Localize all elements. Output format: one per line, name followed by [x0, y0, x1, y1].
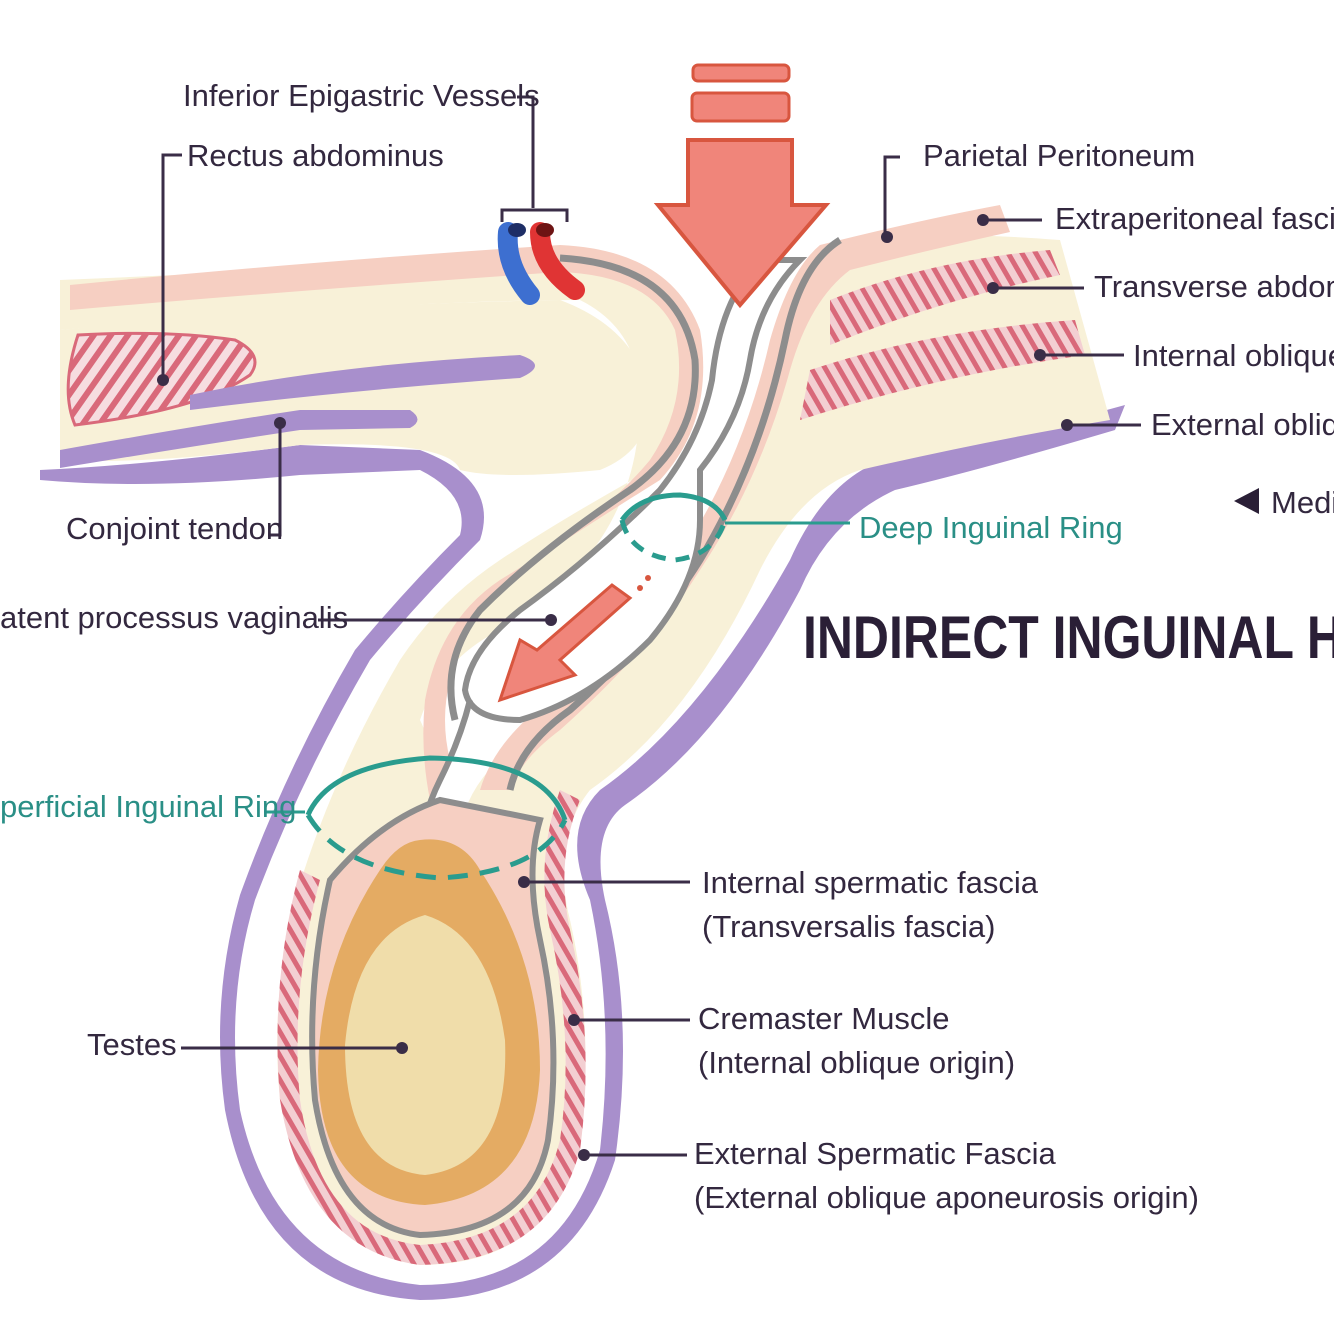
internal-oblique-muscle — [800, 320, 1085, 420]
label-internal-oblique: Internal oblique — [1133, 338, 1334, 373]
medial-marker: Media — [1234, 485, 1334, 520]
grey-fascia-line-left — [447, 254, 699, 721]
label-deep-inguinal-ring: Deep Inguinal Ring — [859, 510, 1123, 545]
label-transversalis-fascia: (Transversalis fascia) — [702, 909, 995, 944]
anatomy — [40, 63, 1125, 1300]
label-superficial-inguinal-ring: perficial Inguinal Ring — [0, 789, 296, 824]
diagram-title: INDIRECT INGUINAL H — [803, 604, 1334, 671]
label-cremaster-muscle: Cremaster Muscle — [698, 1001, 950, 1036]
labels: Inferior Epigastric Vessels Rectus abdom… — [0, 78, 1334, 1215]
label-inferior-epigastric: Inferior Epigastric Vessels — [183, 78, 540, 113]
label-medial: Media — [1271, 485, 1334, 520]
scrotal-hatch-ring — [277, 790, 586, 1265]
hernia-sac — [461, 257, 808, 724]
leader-lines — [157, 95, 1141, 1161]
transversalis-purple-bar — [190, 355, 535, 410]
label-testes: Testes — [87, 1027, 177, 1062]
superficial-inguinal-ring — [305, 755, 568, 881]
label-external-spermatic-fascia: External Spermatic Fascia — [694, 1136, 1057, 1171]
external-oblique-layer — [40, 405, 1125, 1300]
label-extraperitoneal-fascia: Extraperitoneal fascia — [1055, 201, 1334, 236]
label-rectus-abdominus: Rectus abdominus — [187, 138, 444, 173]
left-triangle-icon — [1234, 488, 1259, 514]
label-processus-vaginalis: atent processus vaginalis — [0, 600, 348, 635]
deep-inguinal-ring — [619, 492, 728, 563]
label-transverse-abdominis: Transverse abdomin — [1094, 269, 1334, 304]
label-internal-spermatic-fascia: Internal spermatic fascia — [702, 865, 1039, 900]
label-conjoint-tendon: Conjoint tendon — [66, 511, 283, 546]
transverse-abdominis-muscle — [830, 250, 1060, 345]
label-external-oblique: External obliqu — [1151, 407, 1334, 442]
grey-fascia-line-right — [506, 237, 842, 791]
conjoint-tendon — [60, 410, 418, 468]
hernia-direction-arrow — [653, 63, 831, 309]
epigastric-vessels — [497, 222, 585, 305]
label-parietal-peritoneum: Parietal Peritoneum — [923, 138, 1195, 173]
testes-inner — [345, 915, 506, 1175]
label-external-oblique-aponeurosis: (External oblique aponeurosis origin) — [694, 1180, 1199, 1215]
label-cremaster-origin: (Internal oblique origin) — [698, 1045, 1015, 1080]
sac-direction-arrow — [497, 575, 651, 703]
parietal-peritoneum-layer — [70, 245, 704, 800]
